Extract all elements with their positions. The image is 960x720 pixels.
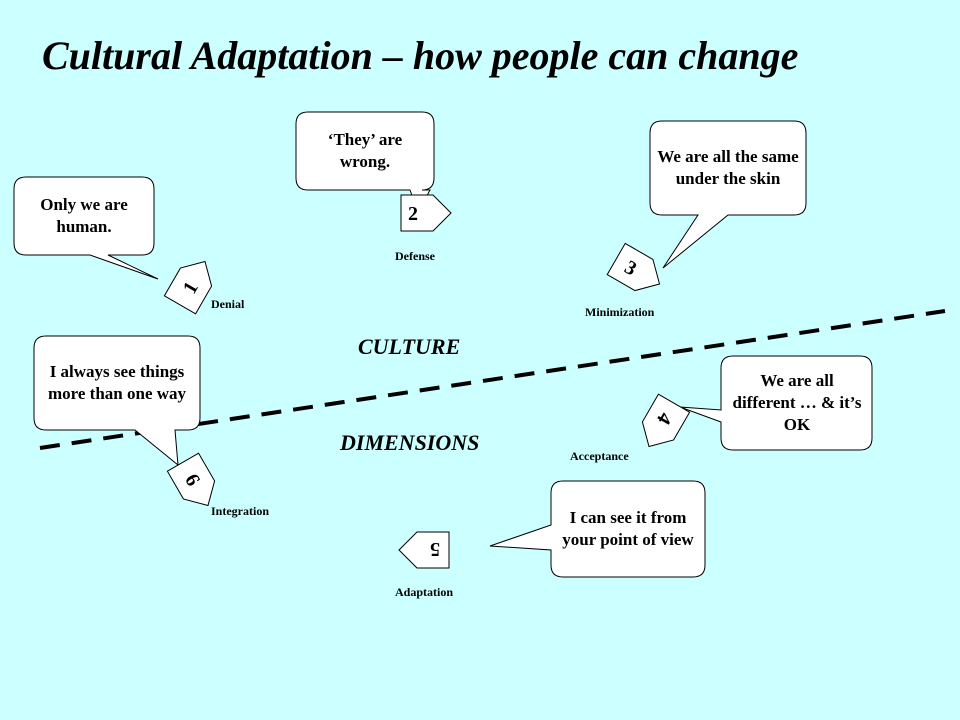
bubble-text-2: ‘They’ are wrong. — [327, 130, 403, 171]
dimensions-label: DIMENSIONS — [340, 430, 480, 455]
bubble-text-5: I can see it from your point of view — [562, 508, 694, 549]
culture-label: CULTURE — [358, 334, 461, 359]
stage-arrow-2: 2 — [400, 194, 452, 232]
stage-arrow-6: 6 — [166, 452, 216, 507]
stage-number-2: 2 — [408, 203, 418, 225]
bubble-text-3: We are all the same under the skin — [657, 147, 799, 188]
stage-label-4: Acceptance — [570, 449, 629, 463]
bubble-text-6: I always see things more than one way — [47, 362, 187, 403]
bubble-text-1: Only we are human. — [40, 195, 128, 236]
stage-arrow-1: 1 — [163, 260, 213, 315]
stage-label-5: Adaptation — [395, 585, 454, 599]
stage-arrow-3: 3 — [606, 242, 661, 292]
divider-dashed-line — [39, 309, 946, 450]
stage-label-3: Minimization — [585, 305, 655, 319]
speech-bubble-1 — [13, 176, 159, 280]
stage-label-2: Defense — [395, 249, 435, 263]
speech-bubble-5 — [489, 480, 706, 578]
speech-bubble-6 — [33, 335, 201, 467]
stage-arrow-5: 5 — [398, 531, 450, 569]
stage-arrow-4: 4 — [641, 393, 691, 448]
speech-bubble-4 — [679, 355, 873, 451]
stage-label-1: Denial — [211, 297, 245, 311]
page-title: Cultural Adaptation – how people can cha… — [42, 33, 799, 78]
speech-bubble-3 — [649, 120, 807, 269]
stage-label-6: Integration — [211, 504, 269, 518]
bubble-text-4: We are all different … & it’s OK — [732, 371, 862, 434]
stage-number-5: 5 — [430, 538, 440, 560]
